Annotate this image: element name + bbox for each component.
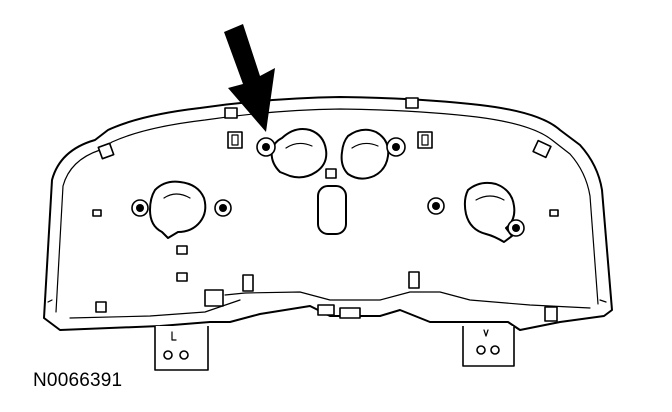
bulb-socket-icon <box>256 137 276 157</box>
square-openings <box>92 209 559 319</box>
bulb-socket-icon <box>417 131 433 149</box>
gauge-socket-right <box>463 181 516 243</box>
gauge-socket-center-right <box>340 128 390 180</box>
bulb-socket-icon <box>131 199 149 217</box>
housing-outline <box>43 96 613 331</box>
gauge-socket-center-left <box>270 128 328 179</box>
mounting-bracket-left <box>154 326 209 371</box>
pointer-arrow-icon <box>224 24 275 132</box>
figure-code: N0066391 <box>33 370 123 391</box>
center-clip <box>325 168 337 179</box>
bulb-socket-icon <box>427 197 445 215</box>
bulb-socket-group <box>131 131 525 237</box>
bulb-socket-icon <box>386 137 406 157</box>
bulb-socket-icon <box>227 131 243 149</box>
center-features <box>317 168 347 235</box>
rim-clips <box>95 97 558 322</box>
bulb-socket-icon <box>214 199 232 217</box>
center-slot <box>317 185 347 235</box>
bulb-socket-icon <box>507 219 525 237</box>
gauge-socket-left <box>149 180 207 239</box>
mounting-bracket-right <box>462 326 515 367</box>
